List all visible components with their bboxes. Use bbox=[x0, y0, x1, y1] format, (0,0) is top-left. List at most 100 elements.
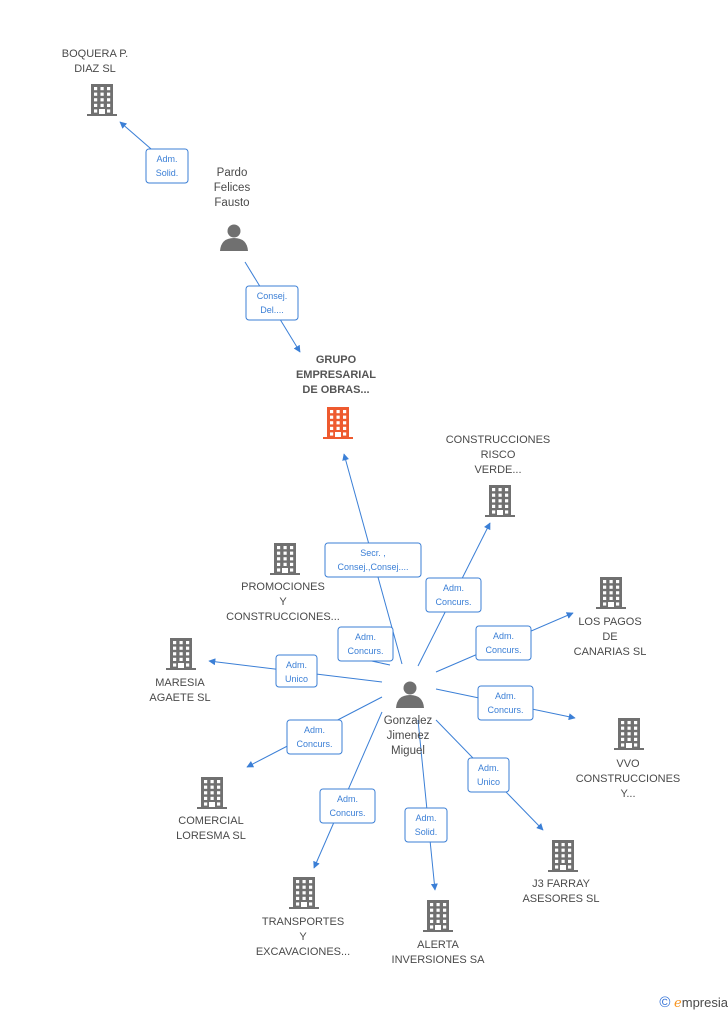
node-alerta[interactable]: ALERTA INVERSIONES SA bbox=[392, 900, 486, 966]
building-icon bbox=[548, 840, 578, 872]
brand-logo[interactable]: © empresia bbox=[659, 994, 728, 1011]
node-label: MARESIA bbox=[155, 677, 205, 689]
edge-label-gonzalez-risco[interactable]: Adm. Concurs. bbox=[425, 577, 482, 613]
node-promociones[interactable]: PROMOCIONESYCONSTRUCCIONES... bbox=[226, 543, 340, 623]
building-icon bbox=[197, 777, 227, 809]
edge-label-pardo-boquera[interactable]: Adm.Solid. bbox=[145, 148, 189, 184]
edge-label-text: Concurs. bbox=[435, 597, 471, 607]
edge-label-box bbox=[324, 542, 422, 578]
node-label: COMERCIAL bbox=[178, 815, 243, 827]
node-label: VVO bbox=[616, 758, 640, 770]
building-icon bbox=[87, 84, 117, 116]
edge-label-box bbox=[467, 757, 510, 793]
edge-label-gonzalez-transportes[interactable]: Adm. Concurs. bbox=[319, 788, 376, 824]
node-label: EMPRESARIAL bbox=[296, 369, 376, 381]
edge-label-text: Adm. bbox=[415, 813, 436, 823]
node-label: GRUPO bbox=[316, 354, 357, 366]
node-label: EXCAVACIONES... bbox=[256, 946, 350, 958]
node-transportes[interactable]: TRANSPORTESYEXCAVACIONES... bbox=[256, 877, 350, 958]
node-label: RISCO bbox=[481, 449, 516, 461]
node-lospagos[interactable]: LOS PAGOS DE CANARIAS SL bbox=[574, 577, 647, 658]
node-j3farray[interactable]: J3 FARRAY ASESORES SL bbox=[522, 840, 600, 905]
node-label: Pardo bbox=[217, 167, 248, 179]
node-label: DE bbox=[602, 631, 617, 643]
node-label: J3 FARRAY bbox=[532, 878, 591, 890]
node-label: Jimenez bbox=[387, 730, 430, 742]
edge-label-text: Del.... bbox=[260, 305, 284, 315]
edge-label-box bbox=[245, 285, 299, 321]
node-label: CONSTRUCCIONES bbox=[446, 434, 551, 446]
building-icon bbox=[423, 900, 453, 932]
edge-label-text: Concurs. bbox=[347, 646, 383, 656]
node-label: ALERTA bbox=[417, 939, 459, 951]
edge-label-text: Solid. bbox=[156, 168, 179, 178]
edge-label-text: Consej.,Consej.... bbox=[337, 562, 408, 572]
node-risco[interactable]: CONSTRUCCIONESRISCOVERDE... bbox=[446, 434, 551, 517]
edge-label-box bbox=[425, 577, 482, 613]
node-label: Fausto bbox=[214, 197, 249, 209]
node-label: CONSTRUCCIONES... bbox=[226, 611, 340, 623]
edge-label-box bbox=[404, 807, 448, 843]
node-label: AGAETE SL bbox=[149, 692, 210, 704]
edge-label-box bbox=[145, 148, 189, 184]
edge-label-pardo-grupo[interactable]: Consej.Del.... bbox=[245, 285, 299, 321]
copyright-icon: © bbox=[659, 994, 671, 1011]
building-icon bbox=[289, 877, 319, 909]
edge-label-text: Concurs. bbox=[329, 808, 365, 818]
node-maresia[interactable]: MARESIA AGAETE SL bbox=[149, 638, 211, 704]
edge-label-gonzalez-lospagos[interactable]: Adm.Concurs. bbox=[475, 625, 532, 661]
edge-label-gonzalez-vvo[interactable]: Adm. Concurs. bbox=[477, 685, 534, 721]
node-label: Miguel bbox=[391, 745, 425, 757]
edge-labels-layer: Adm.Solid.Consej.Del....Secr. ,Consej.,C… bbox=[145, 148, 534, 843]
edge-label-gonzalez-promociones[interactable]: Adm. Concurs. bbox=[337, 626, 394, 662]
brand-initial: e bbox=[674, 996, 682, 1011]
node-label: DE OBRAS... bbox=[302, 384, 369, 396]
edge-label-text: Adm. bbox=[478, 763, 499, 773]
edge-label-gonzalez-grupo[interactable]: Secr. ,Consej.,Consej.... bbox=[324, 542, 422, 578]
edge-label-box bbox=[337, 626, 394, 662]
node-label: Gonzalez bbox=[384, 715, 433, 727]
edge-label-box bbox=[319, 788, 376, 824]
edge-label-box bbox=[275, 654, 318, 688]
edge-label-text: Adm. bbox=[355, 632, 376, 642]
node-label: Y... bbox=[620, 788, 635, 800]
edge-label-gonzalez-j3farray[interactable]: Adm. Unico bbox=[467, 757, 510, 793]
edge-label-text: Adm. bbox=[443, 583, 464, 593]
edge-label-text: Concurs. bbox=[487, 705, 523, 715]
edge-label-gonzalez-maresia[interactable]: Adm.Unico bbox=[275, 654, 318, 688]
person-icon bbox=[396, 681, 424, 708]
building-icon bbox=[596, 577, 626, 609]
node-label: INVERSIONES SA bbox=[392, 954, 486, 966]
node-label: DIAZ SL bbox=[74, 63, 116, 75]
edge-label-box bbox=[475, 625, 532, 661]
building-icon bbox=[323, 407, 353, 439]
edge-label-text: Unico bbox=[477, 777, 500, 787]
edge-label-gonzalez-alerta[interactable]: Adm.Solid. bbox=[404, 807, 448, 843]
brand-name: mpresia bbox=[681, 995, 728, 1010]
node-boquera[interactable]: BOQUERA P. DIAZ SL bbox=[62, 48, 128, 116]
node-label: CONSTRUCCIONES bbox=[576, 773, 681, 785]
building-icon bbox=[270, 543, 300, 575]
edge-label-text: Concurs. bbox=[485, 645, 521, 655]
nodes-layer: BOQUERA P. DIAZ SL PardoFelicesFaustoGRUPO… bbox=[62, 48, 680, 966]
edge-label-box bbox=[286, 719, 343, 755]
edge-label-text: Adm. bbox=[286, 660, 307, 670]
node-label: CANARIAS SL bbox=[574, 646, 647, 658]
node-label: PROMOCIONES bbox=[241, 581, 325, 593]
edge-label-text: Adm. bbox=[337, 794, 358, 804]
node-label: BOQUERA P. bbox=[62, 48, 128, 60]
node-label: Y bbox=[299, 931, 307, 943]
node-grupo[interactable]: GRUPO EMPRESARIAL DE OBRAS... bbox=[296, 354, 376, 439]
edge-gonzalez-alerta bbox=[417, 719, 438, 891]
node-vvo[interactable]: VVO CONSTRUCCIONES Y... bbox=[576, 718, 681, 800]
edge-label-text: Adm. bbox=[495, 691, 516, 701]
edge-label-gonzalez-loresma[interactable]: Adm.Concurs. bbox=[286, 719, 343, 755]
building-icon bbox=[614, 718, 644, 750]
building-icon bbox=[166, 638, 196, 670]
edge-label-text: Concurs. bbox=[296, 739, 332, 749]
node-label: ASESORES SL bbox=[522, 893, 599, 905]
node-label: LOS PAGOS bbox=[578, 616, 641, 628]
